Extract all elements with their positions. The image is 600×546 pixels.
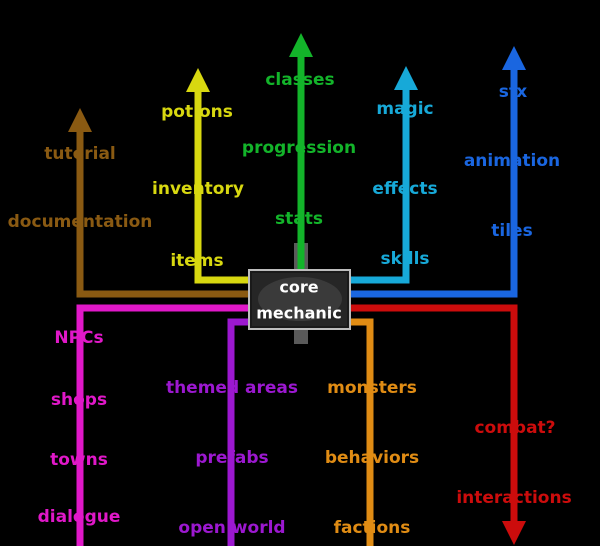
content-branch-line xyxy=(194,90,250,284)
branch-label-animation: animation xyxy=(464,151,560,171)
branch-label-inventory: inventory xyxy=(152,179,244,199)
magic-arrow-icon xyxy=(394,66,418,90)
branch-label-effects: effects xyxy=(372,179,437,199)
branch-label-open-world: open world xyxy=(178,518,285,538)
core-mechanic-label-line2: mechanic xyxy=(256,304,342,323)
core-mechanic-node: core mechanic xyxy=(248,269,351,330)
branch-label-behaviors: behaviors xyxy=(325,448,419,468)
branch-label-dialogue: dialogue xyxy=(38,507,121,527)
branch-label-items: items xyxy=(170,251,223,271)
rpg-arrow-icon xyxy=(289,33,313,57)
branch-label-magic: magic xyxy=(376,99,433,119)
branch-label-tutorial: tutorial xyxy=(44,144,116,164)
branch-label-monsters: monsters xyxy=(327,378,417,398)
branch-label-classes: classes xyxy=(265,70,334,90)
branch-label-progression: progression xyxy=(242,138,356,158)
content-branch: potions inventory items xyxy=(152,68,250,284)
art-arrow-icon xyxy=(502,46,526,70)
branch-label-documentation: documentation xyxy=(8,212,153,232)
art-branch-line xyxy=(350,68,518,298)
branch-label-shops: shops xyxy=(51,390,107,410)
content-arrow-icon xyxy=(186,68,210,92)
magic-branch-line xyxy=(350,88,410,284)
combat-arrow-icon xyxy=(502,521,526,545)
tutorial-branch-line xyxy=(76,130,250,298)
branch-label-potions: potions xyxy=(161,102,233,122)
tutorial-arrow-icon xyxy=(68,108,92,132)
branch-label-skills: skills xyxy=(380,249,429,269)
core-mechanic-label-line1: core xyxy=(279,278,318,297)
combat-branch: combat? interactions xyxy=(350,304,572,545)
branch-label-themed-areas: themed areas xyxy=(166,378,298,398)
branch-label-npcs: NPCs xyxy=(54,328,103,348)
connector-bottom xyxy=(294,328,308,344)
branch-label-factions: factions xyxy=(334,518,411,538)
branch-label-tiles: tiles xyxy=(491,221,532,241)
magic-branch: magic effects skills xyxy=(350,66,438,284)
branch-label-towns: towns xyxy=(50,450,108,470)
social-branch: NPCs shops towns dialogue xyxy=(38,304,250,546)
branch-label-interactions: interactions xyxy=(456,488,571,508)
branch-label-sfx: sfx xyxy=(499,82,528,102)
art-branch: sfx animation tiles xyxy=(350,46,560,298)
branch-label-combat: combat? xyxy=(474,418,555,438)
tutorial-branch: tutorial documentation xyxy=(8,108,250,298)
rpg-branch: classes progression stats xyxy=(242,33,356,272)
branch-label-stats: stats xyxy=(275,209,323,229)
branch-label-prefabs: prefabs xyxy=(195,448,268,468)
social-branch-line xyxy=(76,304,250,546)
combat-branch-line xyxy=(350,304,518,522)
